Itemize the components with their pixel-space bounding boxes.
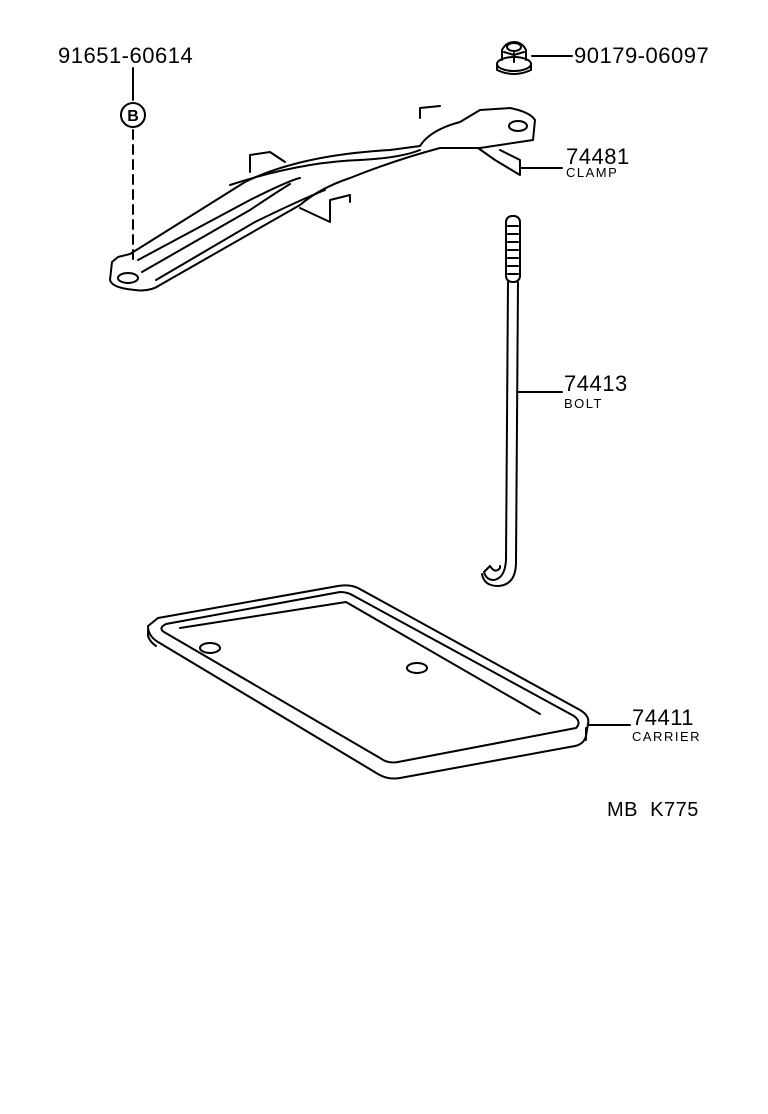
- part-number-74481: 74481: [566, 144, 630, 169]
- flange-nut-icon: [496, 41, 532, 75]
- part-number-74413: 74413: [564, 371, 628, 396]
- part-name-bolt: BOLT: [564, 396, 603, 411]
- hook-bolt-drawing: [481, 215, 521, 587]
- b-symbol-icon: B: [120, 102, 146, 128]
- figure-code: MB K775: [607, 799, 699, 821]
- part-number-74411: 74411: [632, 705, 695, 730]
- part-number-91651-60614: 91651-60614: [58, 43, 194, 68]
- carrier-tray-drawing: [147, 584, 590, 780]
- svg-text:B: B: [127, 108, 139, 125]
- part-number-90179-06097: 90179-06097: [574, 43, 710, 68]
- clamp-drawing: [109, 105, 536, 292]
- part-name-clamp: CLAMP: [566, 165, 619, 180]
- part-name-carrier: CARRIER: [632, 729, 702, 744]
